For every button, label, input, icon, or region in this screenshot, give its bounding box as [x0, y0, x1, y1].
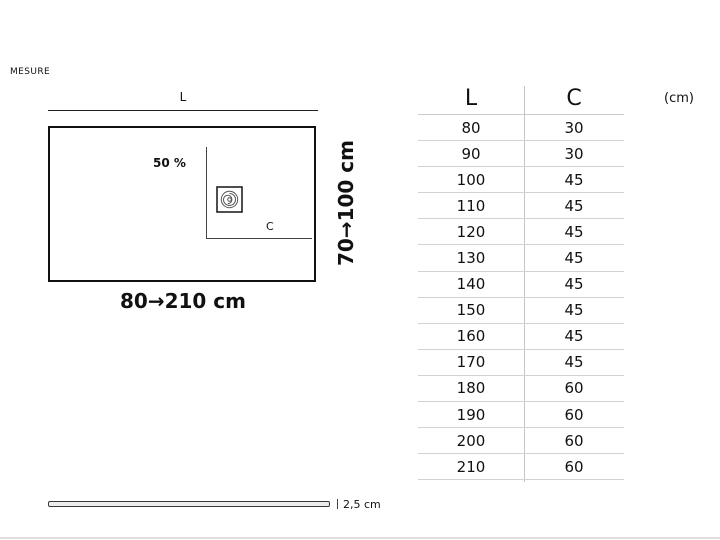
cell-c-value: 60: [564, 431, 584, 450]
table-row: 180 60: [418, 376, 624, 403]
cell-l-value: 140: [456, 275, 486, 294]
cell-l-value: 160: [456, 327, 486, 346]
table-row: 170 45: [418, 350, 624, 376]
drain-icon: [216, 186, 243, 213]
tray-side-view: [48, 501, 330, 507]
header-c: C: [566, 85, 582, 111]
table-row: 130 45: [418, 245, 624, 272]
tray-outline: 50 % C: [48, 126, 316, 282]
cell-l-value: 100: [456, 170, 486, 189]
cell-c-value: 60: [564, 457, 584, 476]
drain-offset-vline: [206, 147, 207, 239]
page-title: MESURE: [10, 67, 51, 77]
table-row: 150 45: [418, 298, 624, 324]
thickness-tick: [337, 499, 338, 509]
cell-c-value: 30: [564, 144, 584, 163]
cell-c-value: 60: [564, 405, 584, 424]
table-row: 80 30: [418, 115, 624, 142]
cell-c-value: 45: [564, 327, 584, 346]
table-row: 200 60: [418, 428, 624, 455]
cell-c-value: 45: [564, 301, 584, 320]
bottom-edge-line: [0, 537, 720, 539]
cell-l-value: 120: [456, 222, 486, 241]
cell-l-value: 210: [456, 457, 486, 476]
slope-label: 50 %: [153, 156, 186, 170]
cell-c-value: 30: [564, 118, 584, 137]
thickness-label: 2,5 cm: [343, 498, 381, 511]
c-dimension-label: C: [266, 220, 274, 233]
cell-c-value: 45: [564, 222, 584, 241]
cell-l-value: 180: [456, 379, 486, 398]
cell-l-value: 150: [456, 301, 486, 320]
length-dimension-label: L: [179, 90, 187, 104]
cell-l-value: 130: [456, 249, 486, 268]
cell-l-value: 190: [456, 405, 486, 424]
cell-c-value: 45: [564, 353, 584, 372]
table-row: 100 45: [418, 167, 624, 194]
cell-c-value: 45: [564, 170, 584, 189]
cell-l-value: 200: [456, 431, 486, 450]
cell-l-value: 170: [456, 353, 486, 372]
width-range-label: 80→210 cm: [120, 289, 246, 313]
height-range-label: 70→100 cm: [334, 140, 358, 266]
length-dimension-line: [48, 110, 318, 111]
table-row: 210 60: [418, 454, 624, 481]
table-row: 120 45: [418, 219, 624, 246]
cell-l-value: 110: [456, 196, 486, 215]
table-row: 160 45: [418, 324, 624, 350]
cell-c-value: 45: [564, 196, 584, 215]
table-row: 190 60: [418, 402, 624, 429]
cell-l-value: 90: [461, 144, 481, 163]
table-row: 140 45: [418, 272, 624, 298]
drain-offset-hline: [206, 238, 312, 239]
cell-c-value: 45: [564, 249, 584, 268]
header-l: L: [464, 85, 478, 111]
table-row: 110 45: [418, 193, 624, 220]
table-column-divider: [524, 86, 525, 482]
unit-note: (cm): [664, 91, 694, 106]
cell-l-value: 80: [461, 118, 481, 137]
cell-c-value: 60: [564, 379, 584, 398]
table-row: 90 30: [418, 141, 624, 168]
size-table-header: L C: [418, 82, 624, 115]
cell-c-value: 45: [564, 275, 584, 294]
